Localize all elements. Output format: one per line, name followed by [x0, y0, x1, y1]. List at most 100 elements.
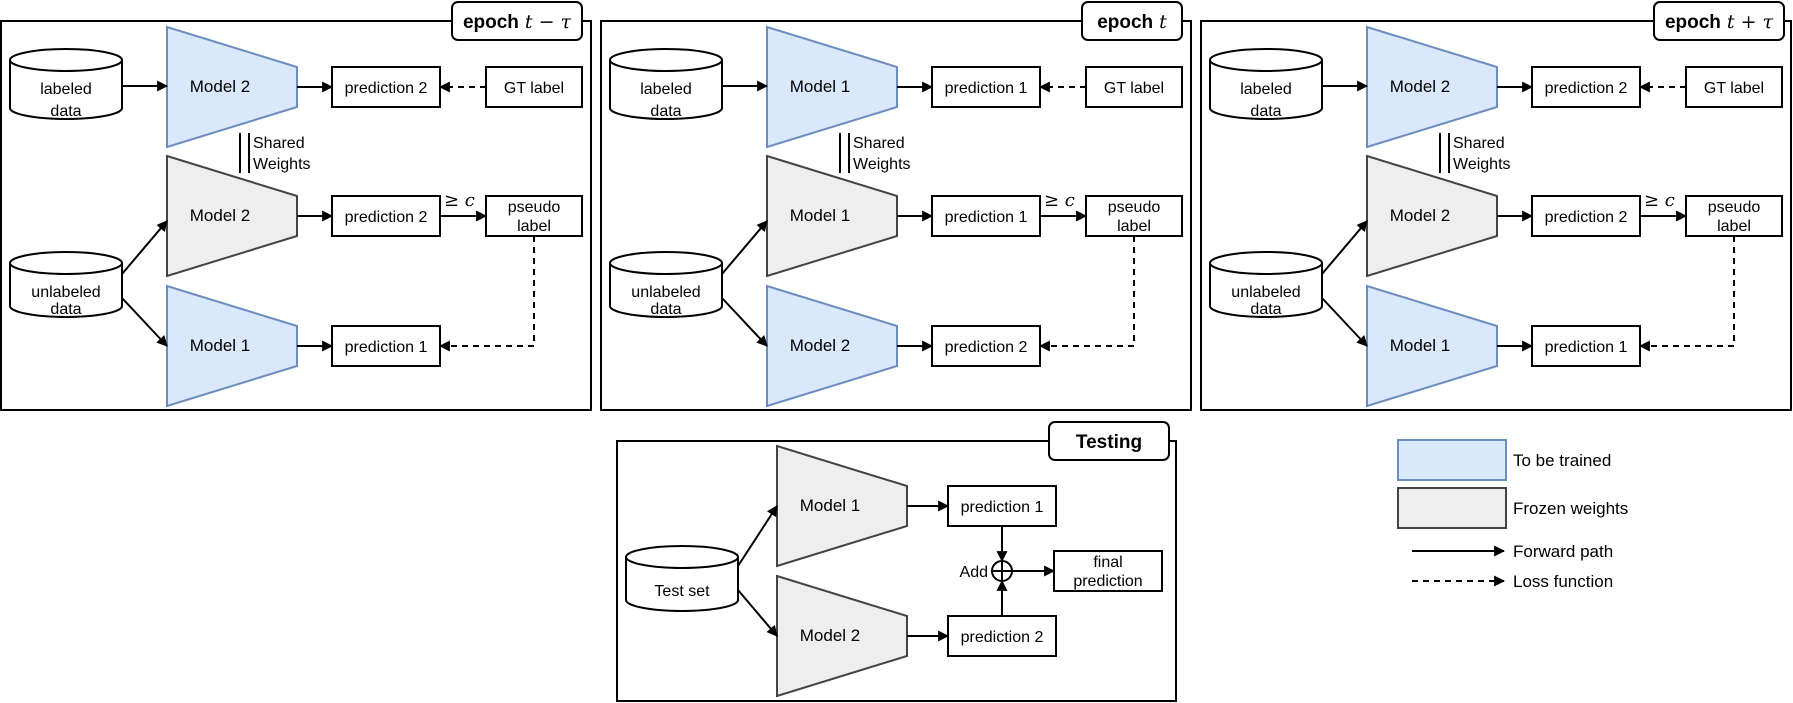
svg-text:prediction 1: prediction 1 [961, 499, 1044, 516]
add-label: Add [960, 564, 988, 581]
svg-text:Shared: Shared [1453, 135, 1505, 152]
test-model-1-trapezoid: Model 1 [776, 444, 908, 568]
loss-arrows [1638, 81, 1735, 352]
shared-weights-marker: Shared Weights [239, 133, 311, 173]
svg-text:Model 1: Model 1 [1390, 336, 1450, 355]
shared-model-trapezoid: Model 2 [1366, 154, 1498, 278]
svg-text:pseudo: pseudo [1108, 199, 1161, 216]
svg-text:To be trained: To be trained [1513, 451, 1611, 470]
svg-text:prediction 1: prediction 1 [345, 339, 428, 356]
threshold-label: ≥ c [1044, 190, 1075, 211]
test-prediction-1-box: prediction 1 [947, 485, 1057, 527]
svg-text:unlabeled: unlabeled [31, 284, 100, 301]
add-operator-icon [991, 560, 1013, 582]
svg-text:Testing: Testing [1076, 432, 1142, 453]
test-set-cylinder: Test set [625, 545, 739, 612]
svg-text:labeled: labeled [40, 81, 92, 98]
svg-text:Model 2: Model 2 [1390, 77, 1450, 96]
top-prediction-box: prediction 1 [931, 66, 1041, 108]
svg-text:Weights: Weights [253, 156, 311, 173]
svg-text:data: data [650, 103, 681, 120]
labeled-data-cylinder: labeled data [1209, 48, 1323, 120]
gt-label-box: GT label [1685, 66, 1783, 108]
svg-text:GT label: GT label [504, 80, 564, 97]
loss-arrows [438, 81, 535, 352]
bottom-prediction-box: prediction 2 [931, 325, 1041, 367]
threshold-label: ≥ c [444, 190, 475, 211]
gt-label-box: GT label [485, 66, 583, 108]
svg-text:Weights: Weights [853, 156, 911, 173]
svg-text:prediction 2: prediction 2 [1545, 209, 1628, 226]
svg-text:labeled: labeled [640, 81, 692, 98]
test-model-2-trapezoid: Model 2 [776, 574, 908, 698]
legend: To be trained Frozen weights Forward pat… [1397, 439, 1628, 591]
svg-text:prediction 2: prediction 2 [961, 629, 1044, 646]
bottom-model-trapezoid: Model 2 [766, 284, 898, 408]
pseudo-label-box: pseudo label [1685, 195, 1783, 237]
svg-text:pseudo: pseudo [508, 199, 561, 216]
svg-text:data: data [650, 301, 681, 318]
shared-weights-marker: Shared Weights [839, 133, 911, 173]
bottom-model-trapezoid: Model 1 [166, 284, 298, 408]
legend-loss: Loss function [1412, 572, 1613, 591]
svg-text:Shared: Shared [253, 135, 305, 152]
labeled-data-cylinder: labeled data [609, 48, 723, 120]
bottom-prediction-box: prediction 1 [331, 325, 441, 367]
svg-text:prediction 2: prediction 2 [345, 80, 428, 97]
legend-forward: Forward path [1412, 542, 1613, 561]
svg-text:Weights: Weights [1453, 156, 1511, 173]
legend-frozen: Frozen weights [1397, 487, 1628, 529]
top-model-trapezoid: Model 2 [166, 25, 298, 149]
svg-text:unlabeled: unlabeled [631, 284, 700, 301]
top-model-trapezoid: Model 1 [766, 25, 898, 149]
svg-text:Model 2: Model 2 [190, 77, 250, 96]
shared-model-trapezoid: Model 1 [766, 154, 898, 278]
unlabeled-data-cylinder: unlabeled data [609, 251, 723, 318]
shared-prediction-box: prediction 2 [1531, 195, 1641, 237]
svg-text:Frozen weights: Frozen weights [1513, 499, 1628, 518]
svg-text:label: label [517, 218, 551, 235]
svg-text:GT label: GT label [1104, 80, 1164, 97]
svg-text:data: data [50, 301, 81, 318]
svg-text:data: data [1250, 103, 1281, 120]
top-prediction-box: prediction 2 [1531, 66, 1641, 108]
svg-text:Model 1: Model 1 [790, 206, 850, 225]
forward-arrows [1321, 80, 1688, 352]
unlabeled-data-cylinder: unlabeled data [9, 251, 123, 318]
top-model-trapezoid: Model 2 [1366, 25, 1498, 149]
unlabeled-data-cylinder: unlabeled data [1209, 251, 1323, 318]
svg-text:labeled: labeled [1240, 81, 1292, 98]
svg-text:Loss function: Loss function [1513, 572, 1613, 591]
svg-text:pseudo: pseudo [1708, 199, 1761, 216]
svg-text:label: label [1117, 218, 1151, 235]
svg-text:final: final [1093, 554, 1122, 571]
top-prediction-box: prediction 2 [331, 66, 441, 108]
svg-text:prediction 1: prediction 1 [945, 80, 1028, 97]
pseudo-label-box: pseudo label [485, 195, 583, 237]
pseudo-label-box: pseudo label [1085, 195, 1183, 237]
svg-text:Test set: Test set [654, 583, 710, 600]
svg-text:Model 1: Model 1 [190, 336, 250, 355]
gt-label-box: GT label [1085, 66, 1183, 108]
threshold-label: ≥ c [1644, 190, 1675, 211]
svg-text:data: data [50, 103, 81, 120]
shared-prediction-box: prediction 2 [331, 195, 441, 237]
svg-text:prediction 1: prediction 1 [945, 209, 1028, 226]
bottom-prediction-box: prediction 1 [1531, 325, 1641, 367]
svg-text:prediction 2: prediction 2 [345, 209, 428, 226]
loss-arrows [1038, 81, 1135, 352]
svg-text:Forward path: Forward path [1513, 542, 1613, 561]
final-prediction-box: final prediction [1053, 550, 1163, 592]
test-prediction-2-box: prediction 2 [947, 615, 1057, 657]
svg-text:Model 2: Model 2 [790, 336, 850, 355]
svg-text:Shared: Shared [853, 135, 905, 152]
svg-text:label: label [1717, 218, 1751, 235]
svg-text:prediction 1: prediction 1 [1545, 339, 1628, 356]
